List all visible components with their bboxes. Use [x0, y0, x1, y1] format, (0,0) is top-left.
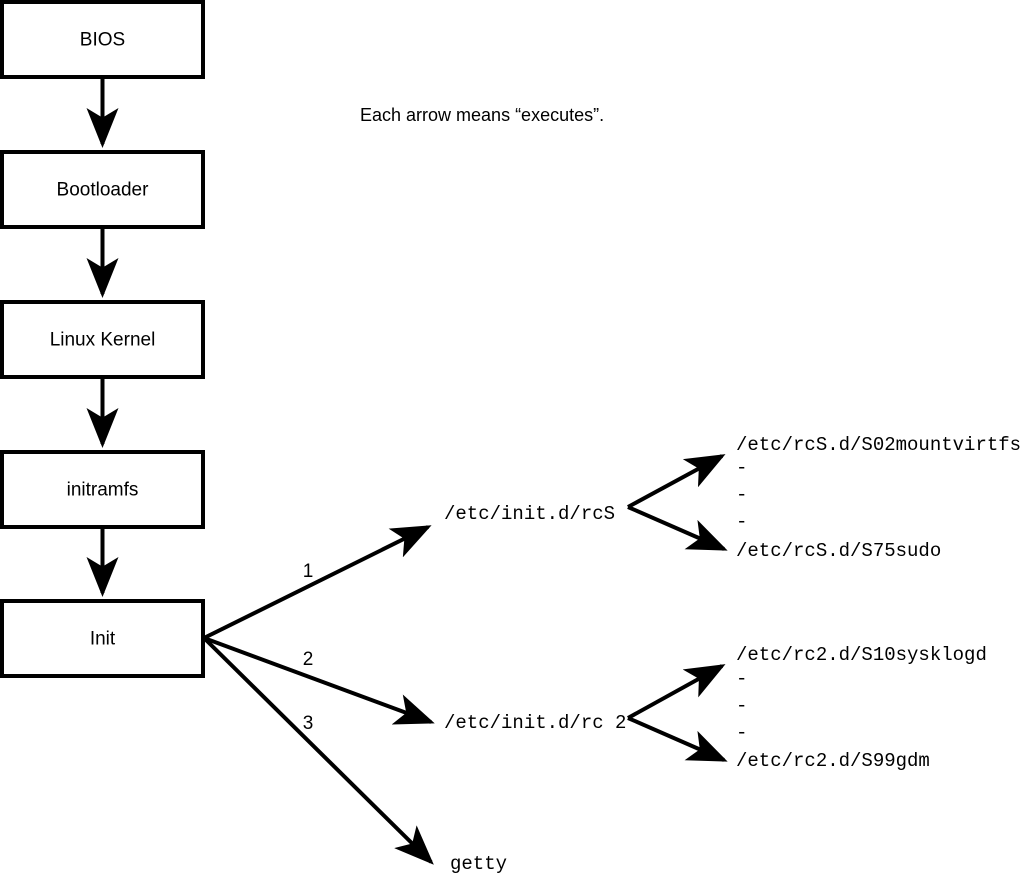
node-bootloader-label: Bootloader	[57, 180, 150, 201]
node-bios: BIOS	[0, 0, 205, 79]
arrow-rcs-to-first-script	[627, 454, 726, 509]
arrow-init-to-getty	[202, 636, 434, 865]
label-etc-init-d-rc2: /etc/init.d/rc 2	[444, 712, 626, 734]
label-rc2-first-script: /etc/rc2.d/S10sysklogd	[736, 644, 987, 666]
node-bios-label: BIOS	[80, 30, 125, 51]
init-fanout-numbers: 1 2 3	[303, 561, 314, 734]
label-rcs-last-script: /etc/rcS.d/S75sudo	[736, 540, 941, 562]
node-initramfs: initramfs	[0, 450, 205, 529]
diagram-caption: Each arrow means “executes”.	[360, 105, 604, 125]
label-rcs-first-script: /etc/rcS.d/S02mountvirtfs	[736, 434, 1021, 456]
rc2-ellipsis-dash-2: -	[736, 695, 747, 717]
node-bios-box	[0, 0, 205, 79]
node-linux-kernel-label: Linux Kernel	[50, 330, 156, 351]
arrow-init-to-rc2	[203, 636, 435, 725]
node-init-box	[0, 599, 205, 678]
node-initramfs-label: initramfs	[67, 480, 139, 501]
node-initramfs-box	[0, 450, 205, 529]
rcs-subbranch-group: /etc/rcS.d/S02mountvirtfs - - - /etc/rcS…	[627, 434, 1021, 562]
rcs-ellipsis-dash-1: -	[736, 457, 747, 479]
edge-label-3: 3	[303, 713, 314, 734]
arrow-init-to-rcs	[203, 525, 432, 640]
rcs-ellipsis-dash-3: -	[736, 511, 747, 533]
rc2-subbranch-group: /etc/rc2.d/S10sysklogd - - - /etc/rc2.d/…	[627, 644, 987, 772]
edge-label-2: 2	[303, 649, 314, 670]
node-bootloader: Bootloader	[0, 150, 205, 229]
node-init: Init	[0, 599, 205, 678]
node-linux-kernel: Linux Kernel	[0, 300, 205, 379]
label-etc-init-d-rcs: /etc/init.d/rcS	[444, 503, 615, 525]
node-init-label: Init	[90, 629, 116, 650]
init-fanout-arrows	[202, 525, 435, 865]
arrow-rc2-to-last-script	[627, 716, 728, 762]
rc2-ellipsis-dash-1: -	[736, 668, 747, 690]
rc2-ellipsis-dash-3: -	[736, 722, 747, 744]
branch-target-labels: /etc/init.d/rcS /etc/init.d/rc 2 getty	[444, 503, 626, 875]
edge-label-1: 1	[303, 561, 314, 582]
boot-chain-group: BIOS Bootloader Linux Kernel initramfs I…	[0, 0, 205, 678]
arrow-rcs-to-last-script	[627, 505, 728, 551]
label-getty: getty	[450, 853, 507, 875]
arrow-rc2-to-first-script	[627, 664, 726, 720]
rcs-ellipsis-dash-2: -	[736, 484, 747, 506]
node-linux-kernel-box	[0, 300, 205, 379]
label-rc2-last-script: /etc/rc2.d/S99gdm	[736, 750, 930, 772]
